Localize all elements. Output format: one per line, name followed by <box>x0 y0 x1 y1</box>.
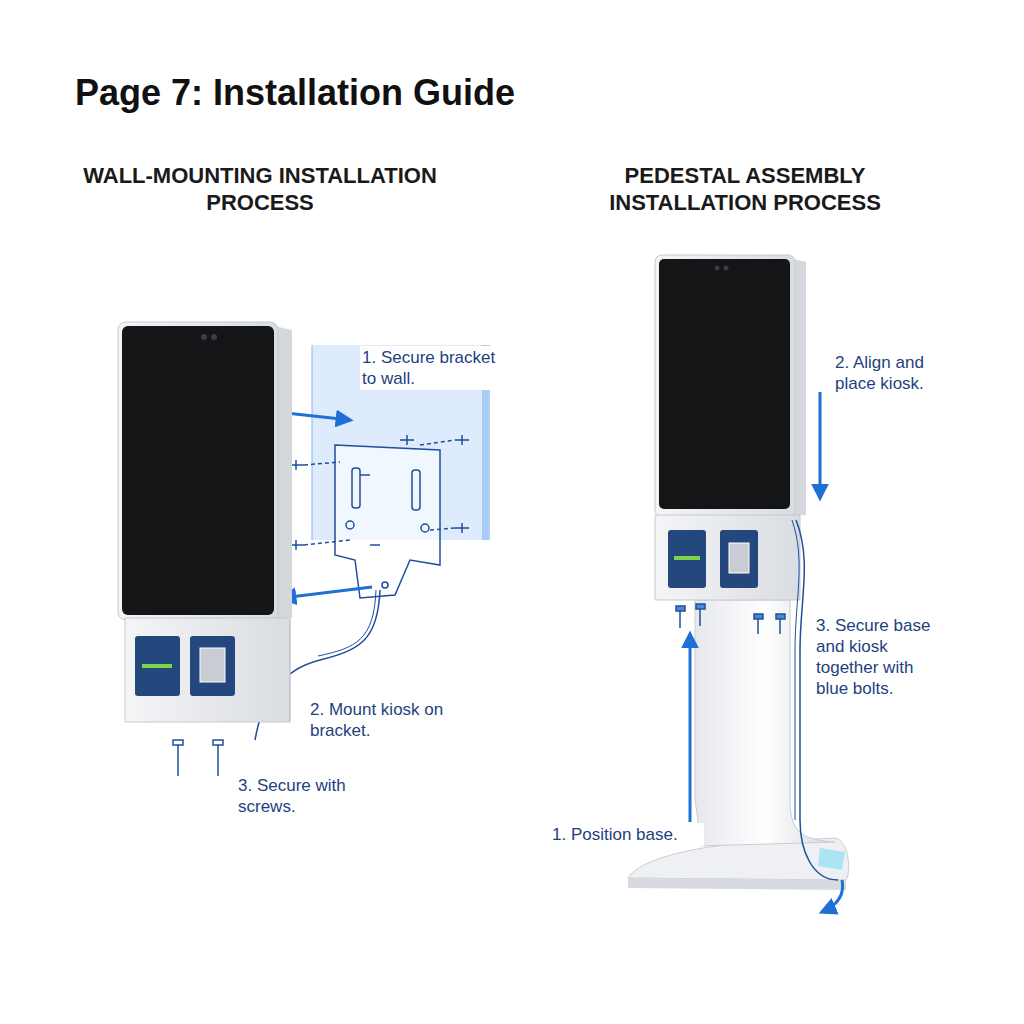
section-heading: WALL-MOUNTING INSTALLATION PROCESS <box>60 162 460 216</box>
step-label: 2. Mount kiosk on bracket. <box>308 698 447 742</box>
move-arrow <box>822 880 843 912</box>
section-heading: PEDESTAL ASSEMBLY INSTALLATION PROCESS <box>545 162 945 216</box>
blue-bolts <box>676 604 785 634</box>
step-label: 2. Align and place kiosk. <box>833 351 949 395</box>
bottom-screws <box>173 740 223 776</box>
wall-kiosk <box>118 322 292 722</box>
step-label: 3. Secure with screws. <box>236 774 358 818</box>
step-label: 3. Secure base and kiosk together with b… <box>814 614 950 700</box>
page-title: Page 7: Installation Guide <box>75 72 515 114</box>
move-arrow <box>819 392 822 498</box>
move-arrow <box>689 634 692 822</box>
pedestal-kiosk <box>655 255 806 600</box>
wall-bracket <box>335 445 440 598</box>
pedestal-cable <box>796 520 838 880</box>
step-label: 1. Position base. <box>550 823 704 846</box>
wall-screws <box>290 435 469 550</box>
move-arrow <box>282 587 372 598</box>
step-label: 1. Secure bracket to wall. <box>360 346 514 390</box>
